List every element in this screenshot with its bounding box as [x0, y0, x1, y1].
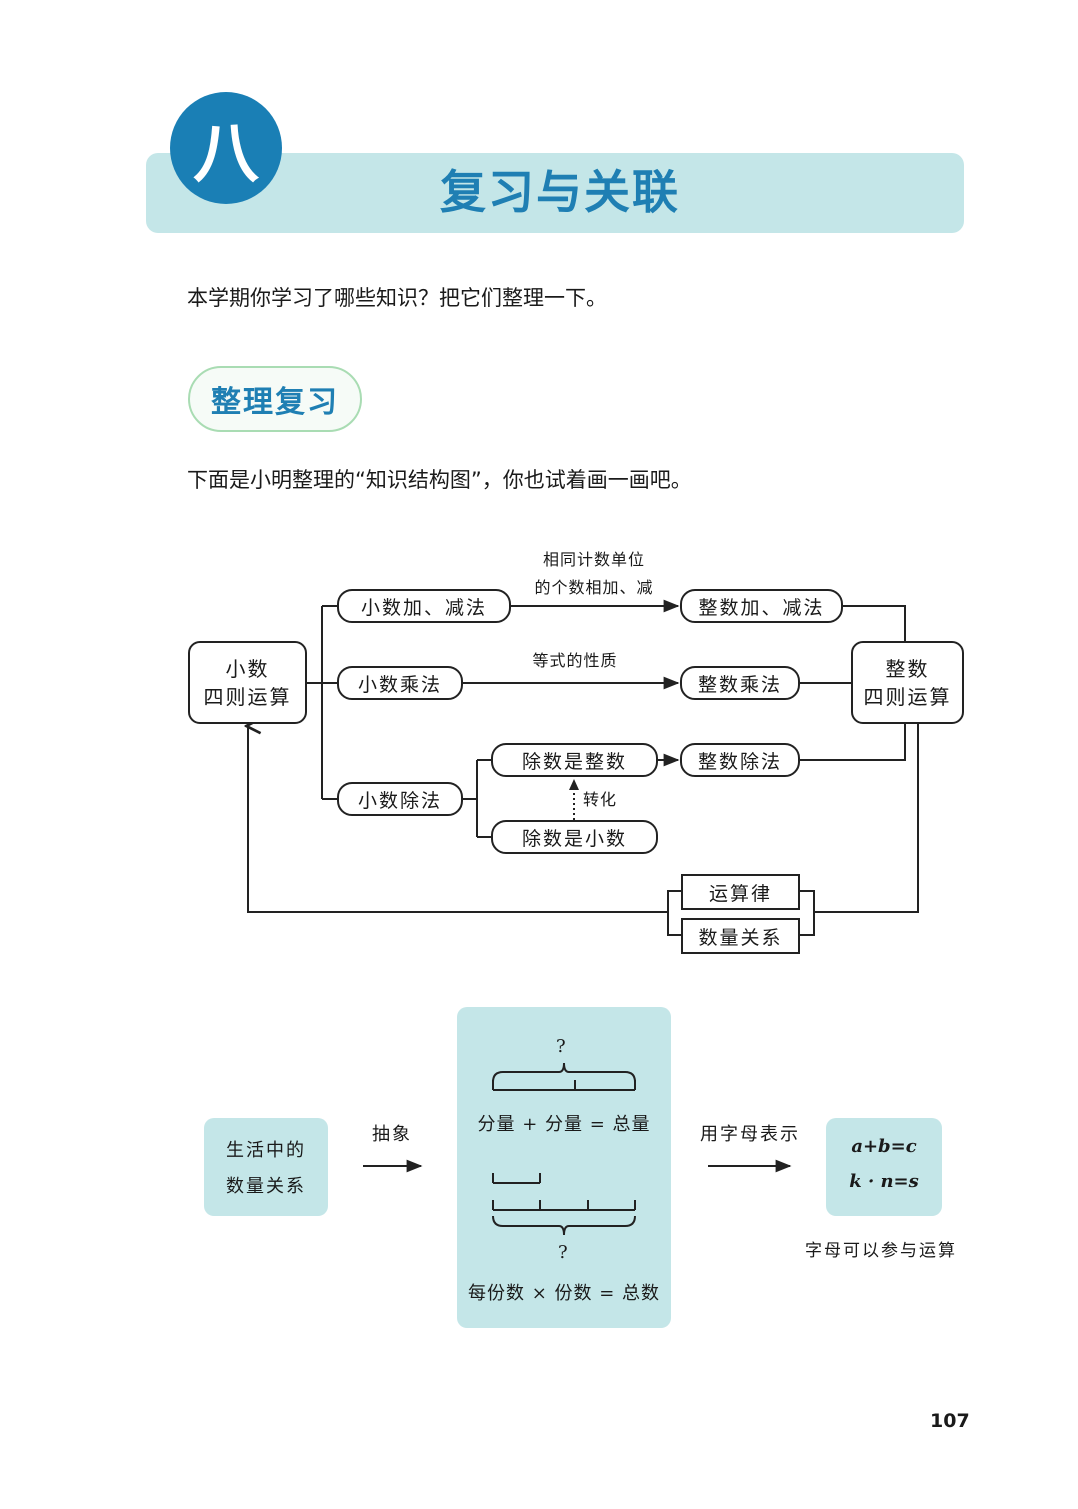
formula-product: 每份数 × 份数 = 总数 — [467, 1283, 661, 1304]
integer-arithmetic-root: 整数 四则运算 — [851, 641, 964, 724]
intro-text: 本学期你学习了哪些知识？把它们整理一下。 — [187, 286, 607, 310]
question-mark-top: ? — [556, 1036, 566, 1057]
chapter-title-band — [146, 153, 964, 233]
decimal-root-line-1: 小数 — [225, 656, 270, 681]
section-description: 下面是小明整理的“知识结构图”，你也试着画一画吧。 — [187, 468, 692, 492]
letter-formula-1: a+b=c — [851, 1136, 917, 1157]
integer-root-line-2: 四则运算 — [863, 684, 952, 709]
decimal-root-line-2: 四则运算 — [203, 684, 292, 709]
letter-note: 字母可以参与运算 — [805, 1241, 957, 1261]
letter-formula-2: k · n=s — [849, 1171, 919, 1192]
life-quantity-box — [204, 1118, 328, 1216]
label-mul: 等式的性质 — [532, 651, 618, 670]
decimal-div-node: 小数除法 — [337, 782, 463, 816]
decimal-arithmetic-root: 小数 四则运算 — [188, 641, 307, 724]
life-box-line-2: 数量关系 — [226, 1176, 306, 1197]
page-number: 107 — [930, 1410, 970, 1432]
label-transform: 转化 — [583, 790, 618, 809]
integer-mul-node: 整数乘法 — [680, 666, 800, 700]
abstract-label: 抽象 — [372, 1124, 412, 1145]
label-add-line-2: 的个数相加、减 — [534, 578, 654, 597]
decimal-add-sub-node: 小数加、减法 — [337, 589, 511, 623]
model-box — [457, 1007, 671, 1328]
integer-div-node: 整数除法 — [680, 743, 800, 777]
label-add-line-1: 相同计数单位 — [542, 550, 645, 569]
quantity-relation-box: 数量关系 — [681, 918, 800, 954]
operation-law-box: 运算律 — [681, 874, 800, 910]
chapter-title: 复习与关联 — [440, 165, 680, 219]
question-mark-bottom: ? — [558, 1242, 568, 1263]
divisor-integer-node: 除数是整数 — [491, 743, 658, 777]
formula-sum: 分量 + 分量 = 总量 — [477, 1114, 651, 1135]
section-title: 整理复习 — [188, 366, 362, 432]
divisor-decimal-node: 除数是小数 — [491, 820, 658, 854]
letter-formula-box — [826, 1118, 942, 1216]
integer-root-line-1: 整数 — [885, 656, 930, 681]
integer-add-sub-node: 整数加、减法 — [680, 589, 843, 623]
life-box-line-1: 生活中的 — [226, 1140, 306, 1161]
letter-representation-label: 用字母表示 — [700, 1124, 800, 1145]
chapter-number-badge: 八 — [170, 92, 282, 204]
decimal-mul-node: 小数乘法 — [337, 666, 463, 700]
